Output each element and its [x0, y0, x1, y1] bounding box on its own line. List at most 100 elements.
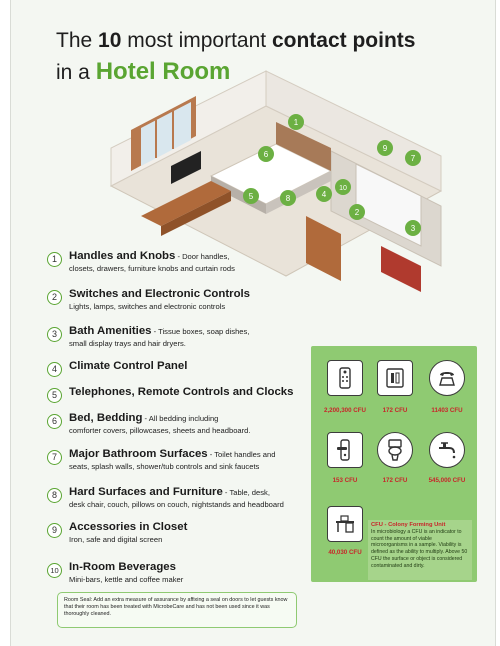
bathroom-interior — [355, 163, 422, 247]
location-pin: 9 — [377, 140, 393, 156]
item-description: All bedding including — [148, 414, 219, 423]
pin-label: 3 — [411, 224, 416, 233]
pin-label: 6 — [264, 150, 269, 159]
item-separator: - — [222, 488, 230, 497]
title-bold-text: contact points — [271, 29, 416, 52]
cfu-value: 545,000 CFU — [428, 477, 466, 484]
item-heading: Major Bathroom Surfaces — [69, 448, 208, 460]
title-number: 10 — [98, 29, 122, 52]
wardrobe — [306, 216, 341, 281]
item-description: Table, desk, — [229, 488, 270, 497]
item-separator: - — [207, 450, 215, 459]
item-description: Iron, safe and digital screen — [69, 534, 163, 544]
title-text: in a — [56, 61, 96, 84]
item-number: 4 — [47, 362, 62, 377]
cabinet — [381, 246, 421, 292]
pin-label: 9 — [383, 144, 388, 153]
item-heading: Switches and Electronic Controls — [69, 288, 251, 300]
infographic-page: The 10 most important contact points in … — [10, 0, 496, 646]
location-pin: 3 — [405, 220, 421, 236]
title-text: The — [56, 29, 99, 52]
desk-tile — [327, 506, 363, 542]
desk-icon — [336, 515, 354, 533]
light-switch-icon — [386, 368, 404, 388]
cfu-value: 40,030 CFU — [328, 549, 362, 556]
item-description: Mini-bars, kettle and coffee maker — [69, 574, 184, 584]
item-description: seats, splash walls, shower/tub controls… — [69, 461, 260, 471]
cfu-value: 2,200,300 CFU — [324, 407, 366, 414]
bed-side — [211, 176, 266, 214]
item-description: small display trays and hair dryers. — [69, 338, 186, 348]
item-number: 9 — [47, 523, 62, 538]
room-seal-note: Room Seal: Add an extra measure of assur… — [57, 592, 297, 628]
faucet-icon — [439, 442, 456, 459]
item-description: comforter covers, pillowcases, sheets an… — [69, 425, 251, 435]
cfu-value: 172 CFU — [382, 407, 408, 414]
pin-label: 7 — [411, 154, 416, 163]
remote-control-icon — [339, 367, 351, 389]
cfu-definition: CFU - Colony Forming Unit In microbiolog… — [368, 520, 472, 580]
title-text: most important — [121, 29, 272, 52]
door-handle-tile — [327, 432, 363, 468]
item-separator: - — [151, 327, 159, 336]
item-description: Toilet handles and — [214, 450, 276, 459]
door-handle-icon — [337, 439, 350, 461]
location-pin: 7 — [405, 150, 421, 166]
pin-label: 4 — [322, 190, 327, 199]
item-number: 1 — [47, 252, 62, 267]
item-heading: Bath Amenities — [69, 325, 152, 337]
pin-label: 2 — [355, 208, 360, 217]
room-right-wall — [265, 70, 442, 192]
item-heading: Hard Surfaces and Furniture — [69, 486, 223, 498]
item-heading: Handles and Knobs — [69, 250, 176, 262]
tv — [171, 151, 201, 184]
pin-label: 1 — [294, 118, 299, 127]
cfu-value: 153 CFU — [332, 477, 358, 484]
location-pin: 4 — [316, 186, 332, 202]
item-number: 6 — [47, 414, 62, 429]
location-pin: 2 — [349, 204, 365, 220]
toilet-tile — [377, 432, 413, 468]
item-number: 10 — [47, 563, 62, 578]
pin-label: 10 — [339, 185, 347, 192]
desk-front — [161, 191, 231, 236]
remote-control-tile — [327, 360, 363, 396]
item-separator: - — [175, 252, 183, 261]
desk — [141, 181, 231, 226]
item-heading: Telephones, Remote Controls and Clocks — [69, 386, 294, 398]
cfu-panel: 2,200,300 CFU 172 CFU 11403 CFU 153 CFU … — [311, 346, 477, 582]
location-pin: 5 — [243, 188, 259, 204]
toilet-icon — [388, 439, 402, 461]
item-number: 3 — [47, 327, 62, 342]
telephone-tile — [429, 360, 465, 396]
item-heading: In-Room Beverages — [69, 561, 176, 573]
item-heading: Climate Control Panel — [69, 360, 188, 372]
cfu-definition-title: CFU - Colony Forming Unit — [371, 522, 446, 528]
cfu-value: 11403 CFU — [431, 407, 463, 414]
item-number: 7 — [47, 450, 62, 465]
item-number: 2 — [47, 290, 62, 305]
item-description: desk chair, couch, pillows on couch, nig… — [69, 499, 284, 509]
pin-label: 8 — [286, 194, 291, 203]
item-number: 5 — [47, 388, 62, 403]
page-title: The 10 most important contact points in … — [56, 26, 476, 88]
item-heading: Bed, Bedding — [69, 412, 143, 424]
item-description: Tissue boxes, soap dishes, — [158, 327, 250, 336]
pin-label: 5 — [249, 192, 254, 201]
item-description: Door handles, — [182, 252, 230, 261]
title-green-text: Hotel Room — [95, 58, 231, 85]
faucet-tile — [429, 432, 465, 468]
cfu-definition-text: In microbiology a CFU is an indicator to… — [371, 528, 468, 569]
location-pin: 10 — [335, 179, 351, 195]
location-pin: 6 — [258, 146, 274, 162]
light-switch-tile — [377, 360, 413, 396]
item-separator: - — [142, 414, 149, 423]
window-glass — [141, 102, 191, 166]
telephone-icon — [439, 372, 455, 386]
cfu-value: 172 CFU — [382, 477, 408, 484]
location-pin: 1 — [288, 114, 304, 130]
location-pin: 8 — [280, 190, 296, 206]
item-number: 8 — [47, 488, 62, 503]
item-heading: Accessories in Closet — [69, 521, 188, 533]
item-description: closets, drawers, furniture knobs and cu… — [69, 263, 235, 273]
